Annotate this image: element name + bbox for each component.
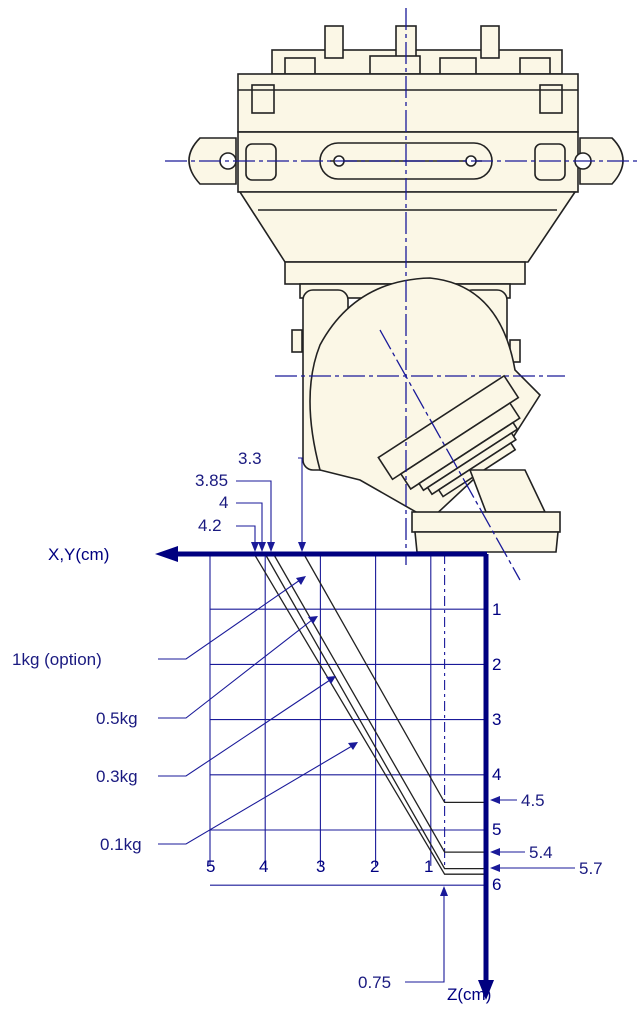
marker-5.4: 5.4 bbox=[529, 843, 553, 862]
marker-4.5: 4.5 bbox=[521, 791, 545, 810]
z-tick-label: 5 bbox=[492, 820, 501, 839]
load-boundary-line bbox=[264, 553, 486, 870]
x-tick-labels: 5 4 3 2 1 bbox=[206, 857, 433, 876]
marker-4.2: 4.2 bbox=[198, 516, 222, 535]
load-boundary-line bbox=[303, 553, 486, 804]
marker-4: 4 bbox=[219, 493, 228, 512]
marker-3.85: 3.85 bbox=[195, 471, 228, 490]
centerlines bbox=[165, 8, 637, 581]
z-tick-label: 2 bbox=[492, 655, 501, 674]
load-label-0.5kg: 0.5kg bbox=[96, 709, 138, 728]
x-tick-label: 5 bbox=[206, 857, 215, 876]
right-markers bbox=[490, 796, 575, 872]
z-tick-label: 4 bbox=[492, 765, 501, 784]
load-boundary-line bbox=[253, 553, 486, 875]
load-lines bbox=[253, 553, 486, 875]
x-axis-label: X,Y(cm) bbox=[48, 545, 109, 564]
z-tick-labels: 1 2 3 4 5 6 bbox=[492, 600, 501, 894]
z-tick-label: 3 bbox=[492, 710, 501, 729]
z-tick-label: 1 bbox=[492, 600, 501, 619]
marker-5.7: 5.7 bbox=[579, 859, 603, 878]
axes: X,Y(cm) Z(cm) bbox=[48, 545, 494, 1004]
x-tick-label: 4 bbox=[259, 857, 268, 876]
load-label-0.1kg: 0.1kg bbox=[100, 835, 142, 854]
x-tick-label: 3 bbox=[316, 857, 325, 876]
x-axis-arrow bbox=[155, 546, 178, 562]
marker-3.3: 3.3 bbox=[238, 449, 262, 468]
z-axis-arrow bbox=[478, 980, 494, 1000]
end-adaptor bbox=[468, 469, 547, 513]
load-leaders bbox=[158, 576, 358, 845]
upper-housing bbox=[237, 73, 579, 133]
x-tick-label: 1 bbox=[424, 857, 433, 876]
grid bbox=[209, 554, 486, 886]
x-tick-label: 2 bbox=[370, 857, 379, 876]
load-label-0.3kg: 0.3kg bbox=[96, 767, 138, 786]
top-markers bbox=[236, 457, 306, 552]
marker-0.75: 0.75 bbox=[358, 973, 391, 992]
z-axis-label: Z(cm) bbox=[447, 985, 491, 1004]
load-label-1kg: 1kg (option) bbox=[12, 650, 102, 669]
top-connectors bbox=[271, 25, 563, 75]
bottom-marker bbox=[405, 886, 448, 983]
z-tick-label: 6 bbox=[492, 875, 501, 894]
load-boundary-line bbox=[272, 553, 486, 853]
tapered-body bbox=[238, 191, 577, 263]
